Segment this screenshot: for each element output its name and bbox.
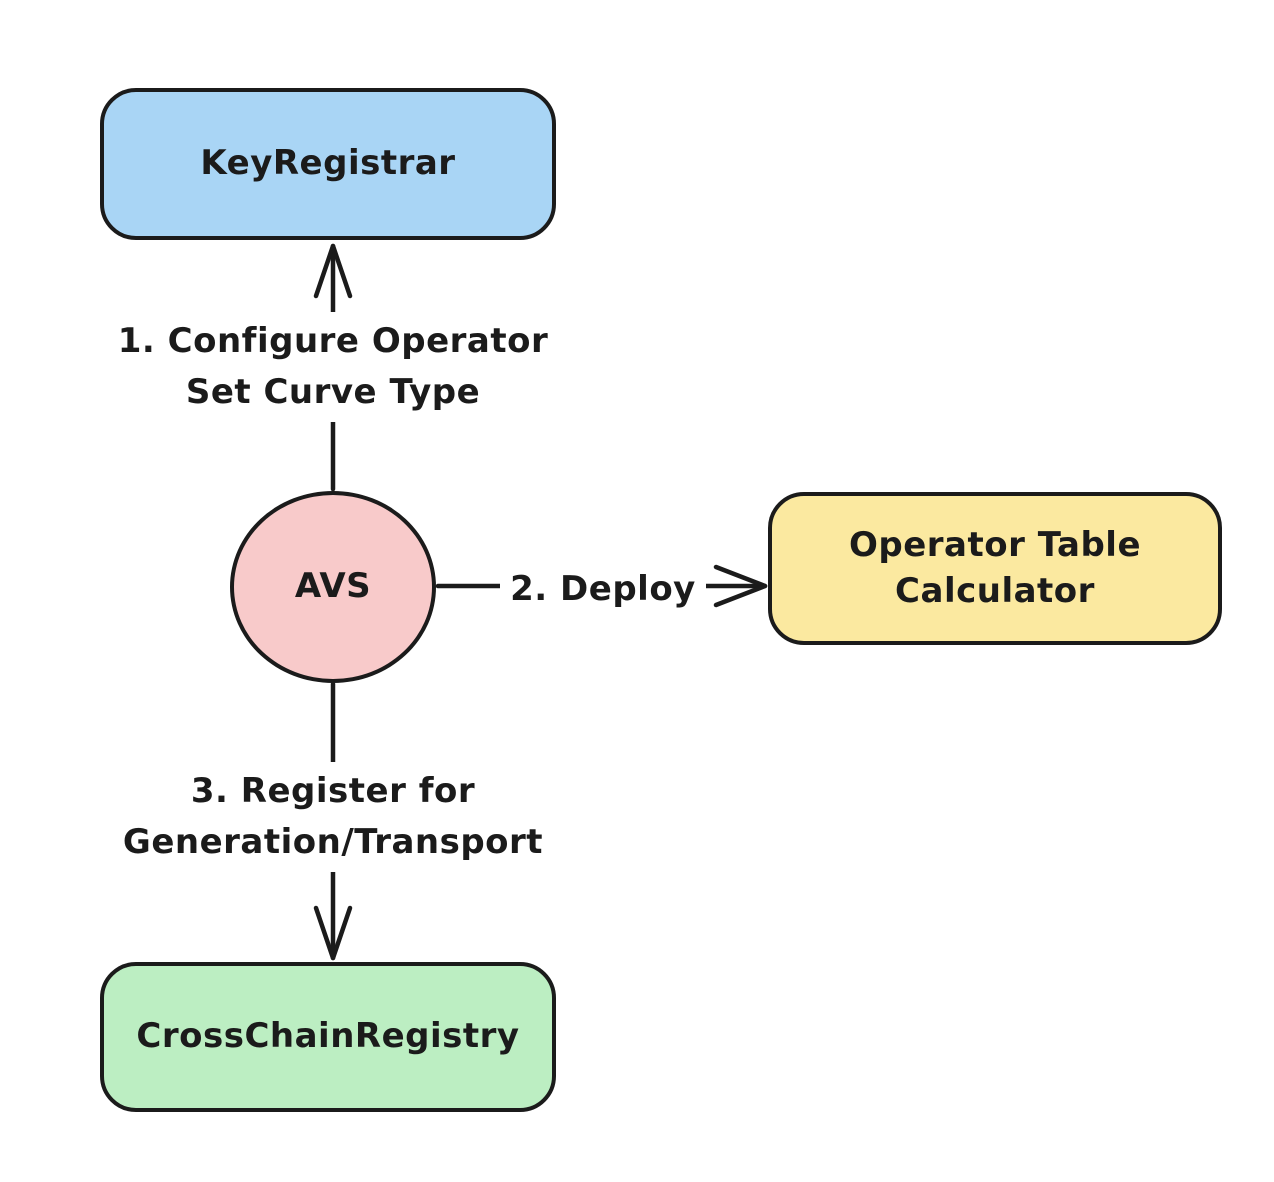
node-cross-chain-registry: CrossChainRegistry	[100, 962, 556, 1112]
edge-label-configure-operator-set-curve-type: 1. Configure Operator Set Curve Type	[103, 312, 563, 422]
edge-label-deploy: 2. Deploy	[500, 560, 706, 619]
node-key-registrar: KeyRegistrar	[100, 88, 556, 240]
node-avs: AVS	[230, 491, 436, 683]
node-operator-table-calculator: Operator Table Calculator	[768, 492, 1222, 645]
edge-label-register-for-generation-transport: 3. Register for Generation/Transport	[103, 762, 563, 872]
node-key-registrar-label: KeyRegistrar	[200, 143, 456, 184]
node-avs-label: AVS	[294, 566, 372, 607]
node-operator-table-calculator-label: Operator Table Calculator	[848, 524, 1142, 611]
node-cross-chain-registry-label: CrossChainRegistry	[136, 1016, 520, 1057]
